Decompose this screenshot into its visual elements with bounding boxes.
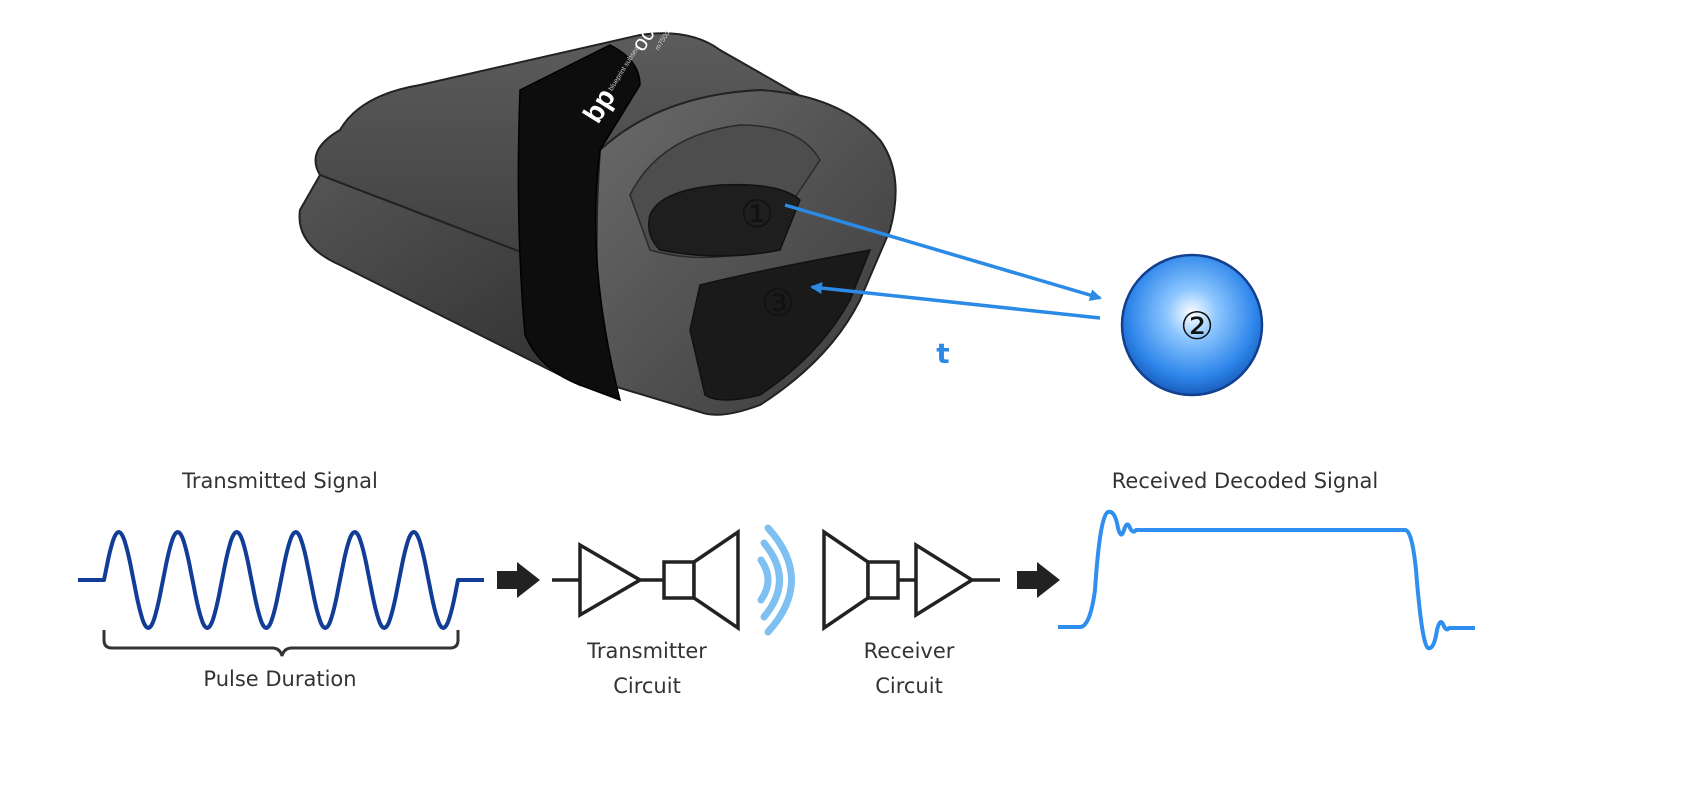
target-sphere: [1120, 253, 1264, 397]
receiver-circuit: [822, 528, 1000, 632]
beam-arrows: [784, 203, 1102, 320]
receiver-label-line1: Receiver: [864, 639, 955, 663]
microphone-cone-icon: [822, 528, 870, 632]
received-decoded-wave: [1058, 509, 1475, 651]
transmitted-wave: [78, 530, 484, 630]
outgoing-beam-arrow: [784, 203, 1102, 301]
microphone-icon: [866, 560, 900, 600]
transmitted-signal-title: Transmitted Signal: [181, 469, 378, 493]
transmitter-circuit: [552, 528, 740, 632]
pulse-duration-bracket: [102, 630, 460, 657]
marker-receive: ③: [761, 281, 795, 325]
receiver-label-line2: Circuit: [875, 674, 943, 698]
speaker-cone-icon: [692, 528, 740, 632]
marker-target: ②: [1180, 304, 1214, 348]
sonar-device: bp blueprint subsea oculus m750d: [298, 0, 897, 416]
time-label: t: [936, 337, 949, 370]
marker-transmit: ①: [740, 192, 774, 236]
amplifier-icon: [578, 541, 644, 619]
return-beam-arrow: [810, 282, 1101, 320]
transmitter-label-line1: Transmitter: [586, 639, 707, 663]
transmitter-window: [648, 183, 801, 257]
transmitter-label-line2: Circuit: [613, 674, 681, 698]
received-signal-title: Received Decoded Signal: [1112, 469, 1378, 493]
speaker-icon: [662, 560, 696, 600]
device-band: [517, 44, 641, 402]
pulse-duration-label: Pulse Duration: [203, 667, 356, 691]
flow-arrow-2: [1017, 562, 1060, 598]
flow-arrow-1: [497, 562, 540, 598]
receiver-amplifier-icon: [914, 541, 976, 619]
sound-waves-icon: [757, 524, 795, 636]
